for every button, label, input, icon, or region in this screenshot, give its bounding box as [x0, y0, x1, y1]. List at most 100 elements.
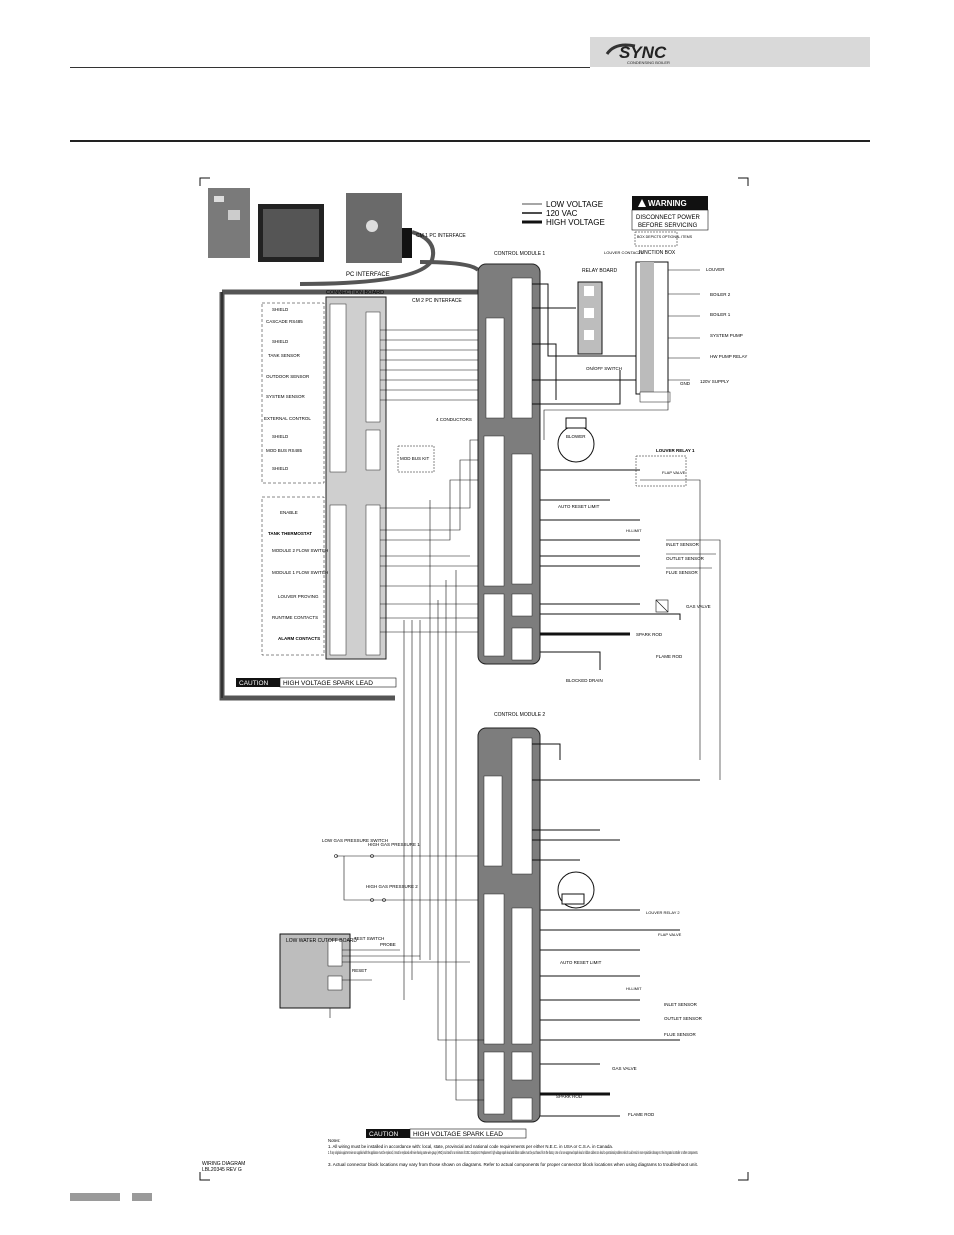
junction-box-label: JUNCTION BOX [638, 250, 676, 256]
four-conductors-label: 4 CONDUCTORS [436, 417, 472, 422]
caution-bar-2: CAUTION HIGH VOLTAGE SPARK LEAD [366, 1128, 527, 1139]
svg-text:2. If any original equipment w: 2. If any original equipment wire as sup… [328, 1150, 698, 1155]
on-off-switch-label: ON/OFF SWITCH [586, 366, 622, 371]
warning-label: WARNING DISCONNECT POWER BEFORE SERVICIN… [631, 196, 709, 247]
section-rule [70, 140, 870, 142]
header-rule [70, 67, 590, 68]
svg-text:SHIELD: SHIELD [272, 307, 289, 312]
gnd-label: GND [680, 381, 691, 386]
footer-tab-left [70, 1193, 120, 1201]
svg-text:EXTERNAL CONTROL: EXTERNAL CONTROL [264, 416, 311, 421]
lwco-board [279, 933, 351, 1009]
brand-logo: SYNC CONDENSING BOILER [605, 40, 685, 66]
optional-items-label: BOX DEPICTS OPTIONAL ITEMS [637, 235, 693, 239]
svg-text:SYSTEM SENSOR: SYSTEM SENSOR [266, 394, 306, 399]
louver-contacts-label: LOUVER CONTACTS [604, 250, 644, 255]
legend-low-voltage: LOW VOLTAGE [546, 200, 603, 209]
outlet-sensor-2-label: OUTLET SENSOR [664, 1016, 703, 1021]
inlet-sensor-label: INLET SENSOR [666, 542, 700, 547]
flame-rod-2-label: FLAME ROD [628, 1112, 655, 1117]
gas-valve-2-label: GAS VALVE [612, 1066, 637, 1071]
connection-board-label: CONNECTION BOARD [326, 290, 384, 296]
svg-text:MODULE 1 FLOW SWITCH: MODULE 1 FLOW SWITCH [272, 570, 328, 575]
modbus-kit-label: MOD BUS KIT [400, 456, 430, 461]
footer-tab-right [132, 1193, 152, 1201]
control-module-1 [477, 263, 541, 665]
svg-text:ALARM CONTACTS: ALARM CONTACTS [278, 636, 320, 641]
svg-text:TANK THERMOSTAT: TANK THERMOSTAT [268, 531, 312, 536]
reset-label: RESET [352, 968, 367, 973]
outlet-sensor-label: OUTLET SENSOR [666, 556, 705, 561]
control-module-2-label: CONTROL MODULE 2 [494, 712, 545, 718]
blower-2 [557, 871, 595, 909]
svg-text:CASCADE RS485: CASCADE RS485 [266, 319, 303, 324]
relay-board [577, 281, 603, 355]
svg-text:HIGH VOLTAGE SPARK LEAD: HIGH VOLTAGE SPARK LEAD [283, 680, 373, 687]
header-bar [590, 37, 870, 67]
flap-valve-2-label: FLAP VALVE [658, 932, 682, 937]
test-switch-label: TEST SWITCH [354, 936, 384, 941]
lwco-label: LOW WATER CUTOFF BOARD [286, 938, 357, 944]
spark-rod-2-label: SPARK ROD [556, 1094, 583, 1099]
legend-high-voltage: HIGH VOLTAGE [546, 218, 605, 227]
louver-relay2-label: LOUVER RELAY 2 [646, 910, 680, 915]
svg-text:RUNTIME CONTACTS: RUNTIME CONTACTS [272, 615, 318, 620]
flap-valve-label: FLAP VALVE [662, 470, 686, 475]
svg-text:1. All wiring must be installe: 1. All wiring must be installed in accor… [328, 1144, 613, 1149]
svg-text:OUTDOOR SENSOR: OUTDOOR SENSOR [266, 374, 310, 379]
control-module-1-label: CONTROL MODULE 1 [494, 251, 545, 257]
svg-text:SHIELD: SHIELD [272, 466, 289, 471]
connection-board [325, 296, 387, 660]
svg-text:MODULE 2 FLOW SWITCH: MODULE 2 FLOW SWITCH [272, 548, 328, 553]
hi-limit-2-label: HI-LIMIT [626, 986, 642, 991]
boiler2-label: BOILER 2 [710, 292, 731, 297]
cm1-pc-label: CM 1 PC INTERFACE [416, 233, 466, 239]
pc-board-left [208, 188, 250, 258]
svg-text:CAUTION: CAUTION [369, 1131, 399, 1138]
svg-text:SHIELD: SHIELD [272, 434, 289, 439]
flue-sensor-label: FLUE SENSOR [666, 570, 699, 575]
lbl-number-label: LBL20345 REV G [202, 1167, 242, 1173]
relay-board-label: RELAY BOARD [582, 268, 617, 274]
boiler1-label: BOILER 1 [710, 312, 731, 317]
svg-text:HIGH VOLTAGE SPARK LEAD: HIGH VOLTAGE SPARK LEAD [413, 1131, 503, 1138]
diagram-notes: Notes: 1. All wiring must be installed i… [328, 1138, 698, 1167]
flue-sensor-2-label: FLUE SENSOR [664, 1032, 697, 1037]
hi-limit-label: HI-LIMIT [626, 528, 642, 533]
blocked-drain-label: BLOCKED DRAIN [566, 678, 603, 683]
svg-text:3. Actual connector block loca: 3. Actual connector block locations may … [328, 1162, 698, 1167]
hw-pump-relay-label: HW PUMP RELAY [710, 354, 747, 359]
high-gas2-label: HIGH GAS PRESSURE 2 [366, 884, 418, 889]
cm2-pc-label: CM 2 PC INTERFACE [412, 298, 462, 304]
auto-reset-2-label: AUTO RESET LIMIT [560, 960, 602, 965]
inlet-sensor-2-label: INLET SENSOR [664, 1002, 698, 1007]
pc-interface-label: PC INTERFACE [346, 272, 390, 278]
auto-reset-label: AUTO RESET LIMIT [558, 504, 600, 509]
brand-name: SYNC [619, 43, 667, 62]
svg-text:ENABLE: ENABLE [280, 510, 298, 515]
legend-120vac: 120 VAC [546, 209, 578, 218]
svg-text:MOD BUS RS485: MOD BUS RS485 [266, 448, 303, 453]
pc-board-right [346, 193, 412, 263]
warning-line2: BEFORE SERVICING [638, 223, 698, 229]
blower-label: BLOWER [566, 434, 586, 439]
spark-rod-label: SPARK ROD [636, 632, 663, 637]
supply-label: 120V SUPPLY [700, 379, 729, 384]
caution-bar-1: CAUTION HIGH VOLTAGE SPARK LEAD [236, 677, 397, 688]
louver-label: LOUVER [706, 267, 725, 272]
control-module-2 [477, 727, 541, 1123]
svg-text:SHIELD: SHIELD [272, 339, 289, 344]
wiring-diagram-label: WIRING DIAGRAM [202, 1161, 245, 1167]
blower-1 [557, 417, 595, 463]
svg-text:LOUVER PROVING: LOUVER PROVING [278, 594, 319, 599]
display-screen [258, 204, 324, 262]
probe-label: PROBE [380, 942, 396, 947]
junction-box [635, 261, 671, 403]
svg-text:Notes:: Notes: [328, 1138, 340, 1143]
brand-subtitle: CONDENSING BOILER [627, 60, 670, 65]
svg-text:CAUTION: CAUTION [239, 680, 269, 687]
svg-text:TANK SENSOR: TANK SENSOR [268, 353, 301, 358]
low-gas-switch-label: LOW GAS PRESSURE SWITCH [322, 838, 388, 843]
louver-relay1-label: LOUVER RELAY 1 [656, 448, 695, 453]
